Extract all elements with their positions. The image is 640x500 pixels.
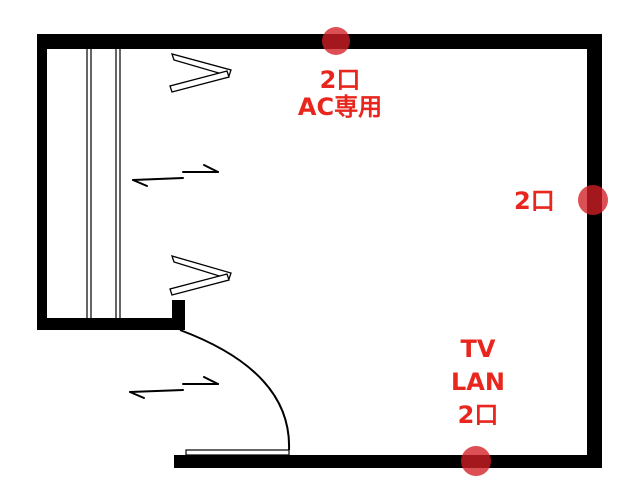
outlet-top-label: 2口 AC専用 (283, 67, 397, 121)
outlet-bottom-count: 2口 (457, 401, 499, 429)
outlet-right-count: 2口 (514, 187, 555, 215)
outlet-right-label: 2口 (514, 188, 555, 215)
outlet-markers (322, 27, 608, 476)
outlet-bottom-marker-icon (461, 446, 491, 476)
wall-door-jamb (172, 300, 185, 330)
wall-bottom (174, 455, 602, 468)
wall-left (37, 34, 47, 330)
walls (37, 34, 602, 468)
folding-door-top (169, 53, 232, 93)
outlet-top-count: 2口 (319, 66, 361, 94)
outlet-bottom-label: TV LAN 2口 (438, 333, 518, 432)
outlet-bottom-lan: LAN (451, 368, 505, 396)
wall-right (587, 34, 602, 468)
outlet-top-marker-icon (322, 27, 350, 55)
wall-closet-bottom (37, 318, 185, 330)
entry-sliding-arrow-icon (129, 376, 219, 399)
wall-top (37, 34, 602, 49)
outlet-top-note: AC専用 (297, 93, 383, 121)
outlet-right-marker-icon (578, 185, 608, 215)
closet-sliding-arrow-icon (132, 164, 219, 187)
outlet-bottom-tv: TV (460, 335, 496, 363)
closet-shelf (86, 49, 121, 318)
folding-door-bottom (169, 255, 232, 296)
swing-door (179, 329, 291, 456)
